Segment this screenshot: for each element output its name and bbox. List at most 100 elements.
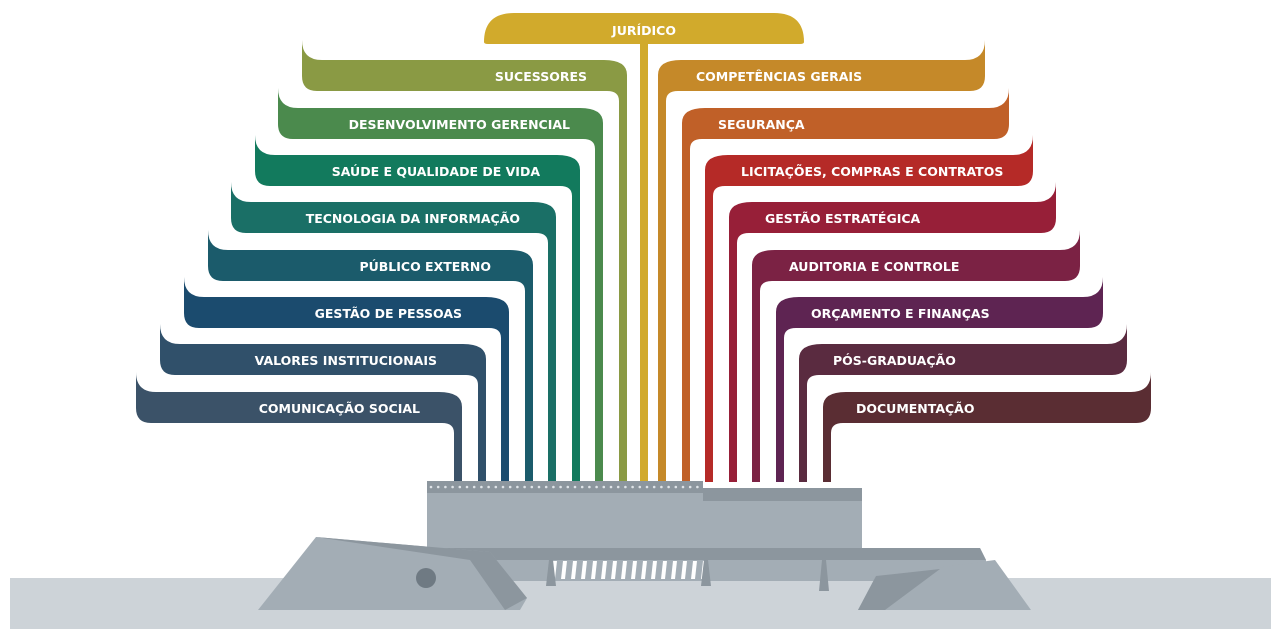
roof-rivet [544, 485, 548, 489]
branch-label-left-1: SUCESSORES [495, 69, 587, 84]
building-slab-top [440, 548, 986, 560]
colonnade-gap [581, 561, 587, 579]
roof-rivet [667, 485, 670, 489]
branch-right-5 [752, 230, 1080, 482]
branch-right-4 [729, 182, 1056, 482]
roof-rivet [573, 485, 577, 489]
support-pillar [701, 560, 711, 586]
roof-rivet [523, 485, 526, 489]
support-pillar [546, 560, 556, 586]
roof-rivet [688, 485, 692, 489]
roof-rivet [674, 485, 678, 489]
colonnade-gap [571, 561, 577, 579]
roof-rivet [508, 485, 512, 489]
roof-rivet [465, 485, 469, 489]
colonnade-gap [671, 561, 677, 579]
colonnade-gap [691, 561, 697, 579]
branch-left-3 [255, 135, 580, 482]
roof-rivet [609, 485, 613, 489]
roof-rivet [552, 485, 555, 489]
labels: JURÍDICO SUCESSORES DESENVOLVIMENTO GERENC… [255, 23, 1004, 416]
roof-rivet [696, 485, 699, 489]
branch-left-6 [184, 277, 509, 482]
roof-rivet [681, 485, 685, 489]
colonnade-gap [681, 561, 687, 579]
ramp-round-window [416, 568, 436, 588]
roof-rivet [559, 485, 562, 489]
colonnade-gap [661, 561, 667, 579]
roof-rivet [494, 485, 498, 489]
left-ramp-side [316, 537, 527, 610]
roof-rivet [501, 485, 505, 489]
branch-label-left-7: VALORES INSTITUCIONAIS [255, 353, 437, 368]
roof-rivet [537, 485, 541, 489]
branch-label-left-8: COMUNICAÇÃO SOCIAL [259, 401, 420, 416]
ground [10, 578, 1271, 629]
branch-left-8 [136, 372, 462, 482]
branch-left-1 [302, 40, 627, 482]
roof-rivet [436, 485, 440, 489]
colonnade-gap [641, 561, 647, 579]
roof-rivet [631, 485, 634, 489]
branch-label-left-2: DESENVOLVIMENTO GERENCIAL [349, 117, 570, 132]
branch-label-right-3: LICITAÇÕES, COMPRAS E CONTRATOS [741, 164, 1003, 179]
roof-rivet [602, 485, 606, 489]
branch-left-5 [208, 230, 533, 482]
roof-rivet [645, 485, 649, 489]
branch-label-left-3: SAÚDE E QUALIDADE DE VIDA [332, 164, 541, 179]
colonnade-gap [601, 561, 607, 579]
colonnade-gap [561, 561, 567, 579]
branch-label-right-8: DOCUMENTAÇÃO [856, 401, 974, 416]
branches [136, 13, 1151, 482]
roof-rivet [516, 485, 519, 489]
branch-right-8 [823, 372, 1151, 482]
roof-rivet [458, 485, 462, 489]
colonnade-gap [611, 561, 617, 579]
branch-right-7 [799, 324, 1127, 482]
roof-rivet [616, 485, 620, 489]
branch-left-7 [160, 324, 486, 482]
roof-rivet [595, 485, 598, 489]
roof-rivet [580, 485, 584, 489]
colonnade-gap [651, 561, 657, 579]
branch-label-right-2: SEGURANÇA [718, 117, 805, 132]
roof-rivet [444, 485, 447, 489]
roof-rivet [588, 485, 591, 489]
building-left-roof [427, 481, 703, 493]
right-ramp-side [858, 569, 940, 610]
roof-rivet [638, 485, 642, 489]
branch-right-3 [705, 135, 1033, 482]
ground-strip [10, 578, 1271, 629]
building-right-roof [703, 488, 862, 501]
branch-label-right-6: ORÇAMENTO E FINANÇAS [811, 306, 990, 321]
branch-label-right-5: AUDITORIA E CONTROLE [789, 259, 959, 274]
branch-label-left-5: PÚBLICO EXTERNO [359, 259, 491, 274]
branch-label-left-4: TECNOLOGIA DA INFORMAÇÃO [306, 211, 520, 226]
building-illustration [258, 481, 1031, 610]
roof-rivet [652, 485, 656, 489]
branch-label-right-1: COMPETÊNCIAS GERAIS [696, 69, 862, 84]
branch-label-right-4: GESTÃO ESTRATÉGICA [765, 211, 921, 226]
branch-label-juridico: JURÍDICO [611, 23, 676, 38]
branch-right-6 [776, 277, 1103, 482]
roof-rivet [566, 485, 570, 489]
branch-right-1 [658, 40, 985, 482]
branch-juridico [484, 13, 804, 482]
branch-label-left-6: GESTÃO DE PESSOAS [315, 306, 462, 321]
roof-rivet [660, 485, 663, 489]
roof-rivet [451, 485, 454, 489]
roof-rivet [530, 485, 534, 489]
roof-rivet [624, 485, 627, 489]
branch-left-4 [231, 182, 556, 482]
roof-rivet [429, 485, 433, 489]
colonnade-gap [591, 561, 597, 579]
branch-label-right-7: PÓS-GRADUAÇÃO [833, 353, 956, 368]
branch-right-2 [682, 88, 1009, 482]
colonnade-gap [631, 561, 637, 579]
branch-left-2 [278, 88, 603, 482]
colonnade-gap [621, 561, 627, 579]
roof-rivet [472, 485, 476, 489]
support-pillar [819, 560, 829, 591]
roof-rivet [480, 485, 483, 489]
